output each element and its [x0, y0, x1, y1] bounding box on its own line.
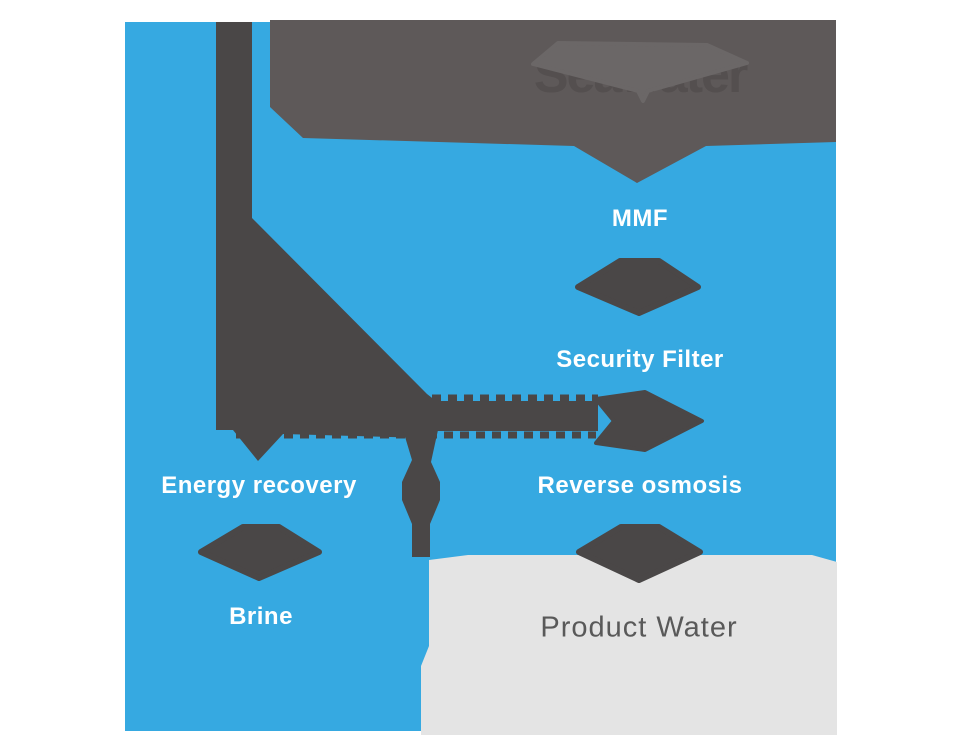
flow-arrow-right-icon [594, 390, 704, 452]
product-water-label: Product Water [540, 611, 738, 644]
product-water-box [421, 555, 837, 735]
drop-pipe-with-valve [402, 430, 440, 557]
brine-label: Brine [229, 603, 293, 630]
energy-recovery-label: Energy recovery [161, 472, 357, 499]
security-filter-label: Security Filter [556, 346, 724, 373]
mmf-flow-diamond-icon [575, 258, 701, 316]
brine-return-pipe [216, 22, 598, 461]
reverse-osmosis-flow-diamond-icon [576, 524, 703, 583]
seawater-marker-diamond-icon [531, 41, 749, 103]
reverse-osmosis-label: Reverse osmosis [537, 472, 743, 499]
energy-recovery-flow-diamond-icon [198, 524, 322, 581]
mmf-label: MMF [611, 205, 669, 232]
